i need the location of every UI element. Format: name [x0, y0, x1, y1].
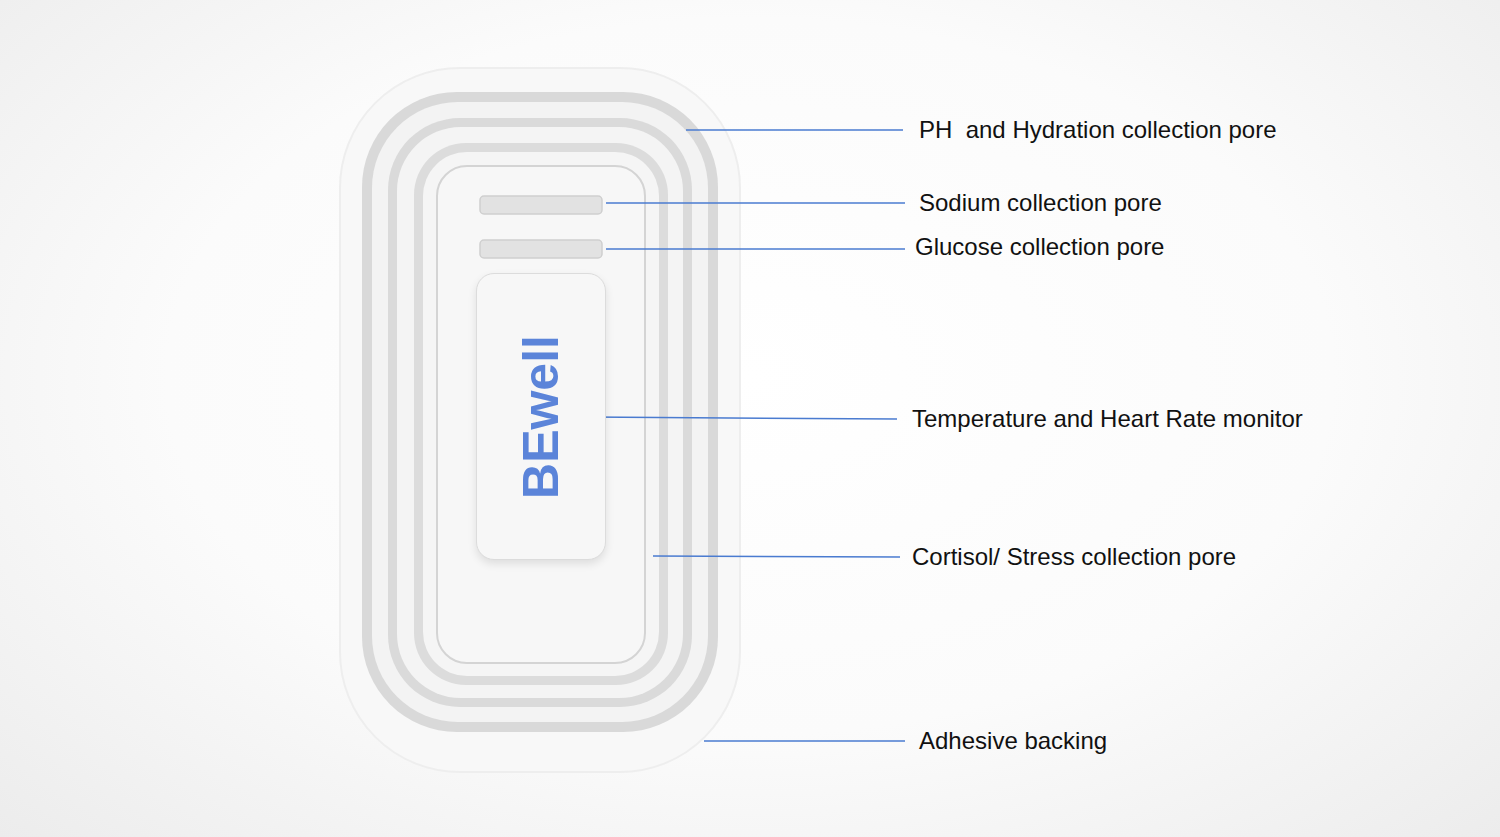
- callout-label: Sodium collection pore: [919, 188, 1162, 218]
- leader-line: [686, 129, 903, 131]
- leader-line: [704, 740, 905, 742]
- outer-ring-inner: [372, 102, 708, 722]
- callout-label: Adhesive backing: [919, 726, 1107, 756]
- leader-line: [606, 248, 905, 250]
- glucose-slot: [480, 240, 602, 258]
- callout-label: Temperature and Heart Rate monitor: [912, 404, 1303, 434]
- leader-line: [606, 202, 905, 204]
- cortisol-pore: [437, 166, 645, 663]
- middle-ring: [388, 118, 692, 707]
- outer-ring: [362, 92, 718, 732]
- monitor-badge: BEwell: [476, 273, 606, 560]
- leader-line: [588, 417, 897, 419]
- leader-line: [653, 556, 900, 557]
- brand-logo: BEwell: [513, 335, 569, 499]
- middle-ring-inner: [397, 127, 683, 698]
- callout-label: Cortisol/ Stress collection pore: [912, 542, 1236, 572]
- callout-label: PH and Hydration collection pore: [919, 115, 1277, 145]
- adhesive-backing: [340, 68, 740, 772]
- sodium-slot: [480, 196, 602, 214]
- leader-lines: [588, 130, 905, 741]
- inner-ring-inner: [423, 152, 659, 676]
- inner-ring: [414, 143, 668, 685]
- callout-label: Glucose collection pore: [915, 232, 1164, 262]
